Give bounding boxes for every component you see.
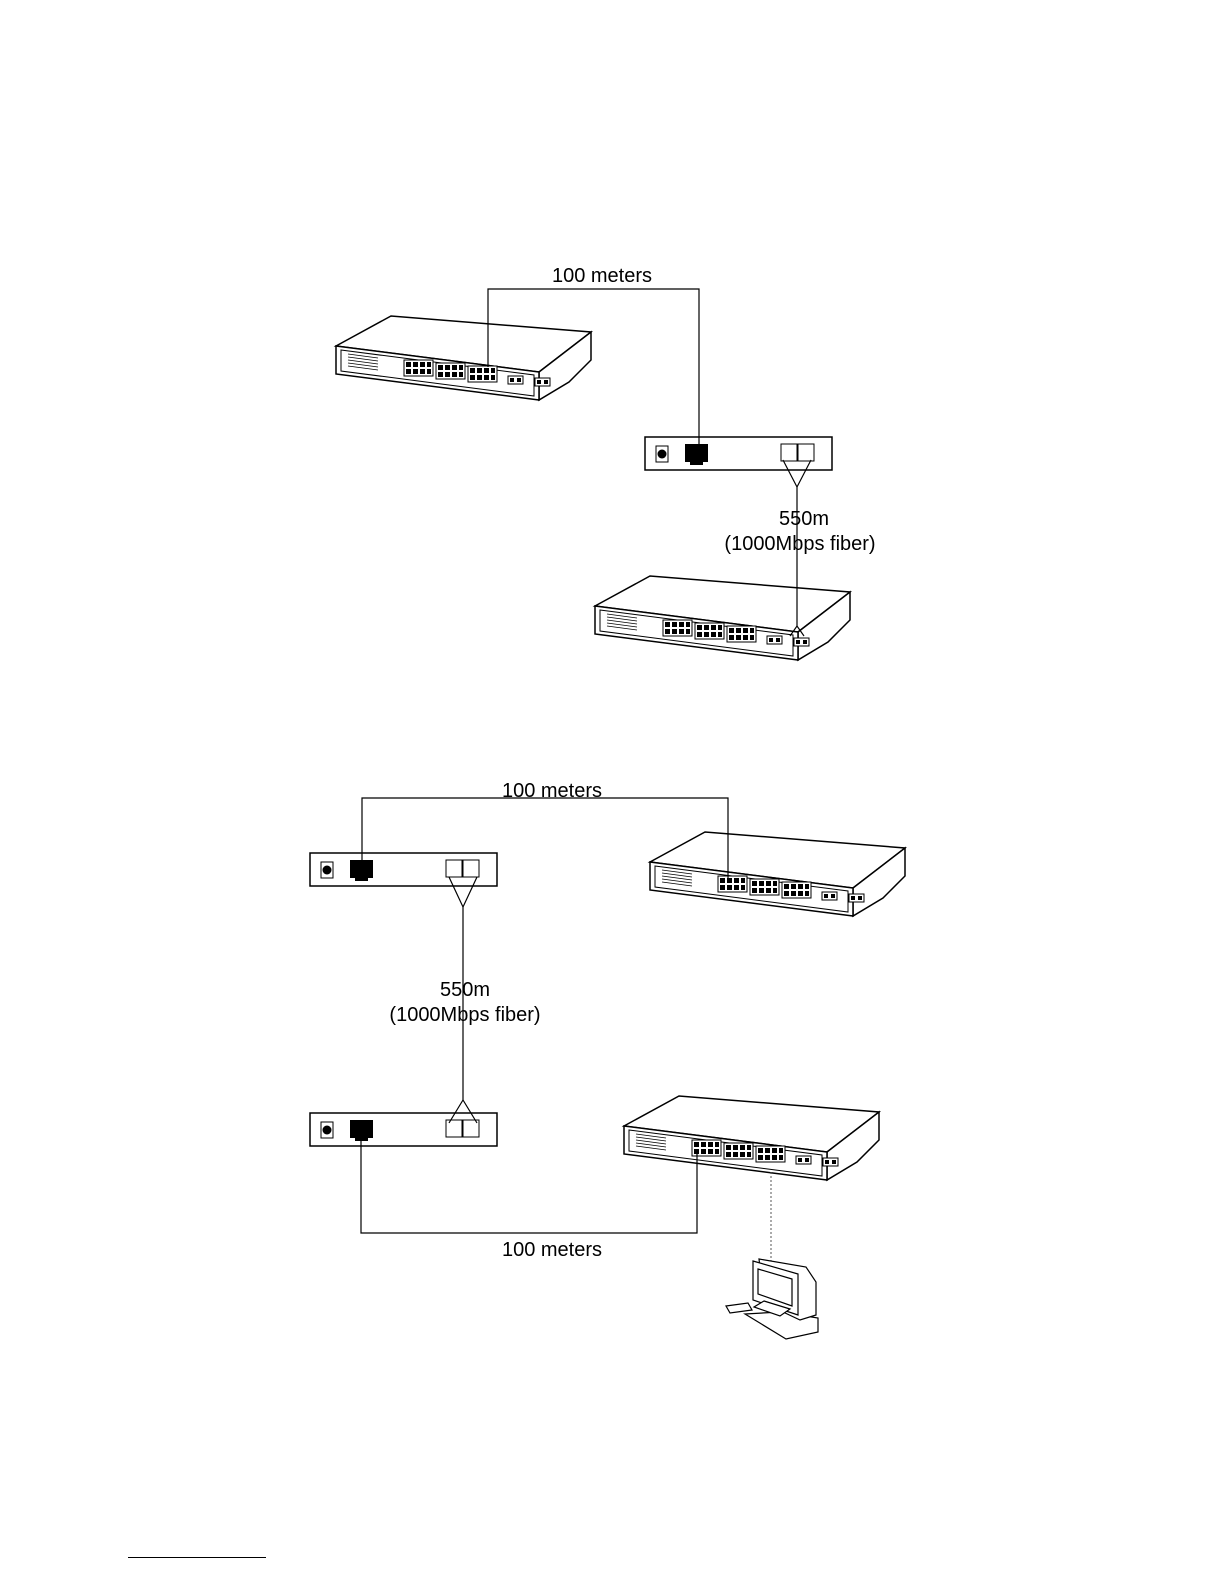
fiber-type-label: (1000Mbps fiber) <box>724 533 875 555</box>
switch-1 <box>336 316 591 400</box>
switch-2 <box>595 576 850 660</box>
copper-distance-label: 100 meters <box>552 265 652 287</box>
media-converter-1 <box>645 437 832 470</box>
computer-icon <box>726 1259 818 1339</box>
media-converter-2 <box>310 853 497 886</box>
fiber-distance-label: 550m <box>779 508 829 530</box>
diagram-2: 100 meters 550m (1000Mbps fiber) 100 met… <box>310 780 905 1339</box>
switch-4 <box>624 1096 879 1180</box>
copper-distance-label-bottom: 100 meters <box>502 1239 602 1261</box>
footnote-rule <box>128 1557 266 1558</box>
media-converter-3 <box>310 1113 497 1146</box>
switch-3 <box>650 832 905 916</box>
diagram-1: 100 meters 550m (1000Mbps fiber) <box>336 265 876 660</box>
fiber-distance-label: 550m <box>440 979 490 1001</box>
fiber-type-label: (1000Mbps fiber) <box>389 1004 540 1026</box>
copper-distance-label-top: 100 meters <box>502 780 602 802</box>
